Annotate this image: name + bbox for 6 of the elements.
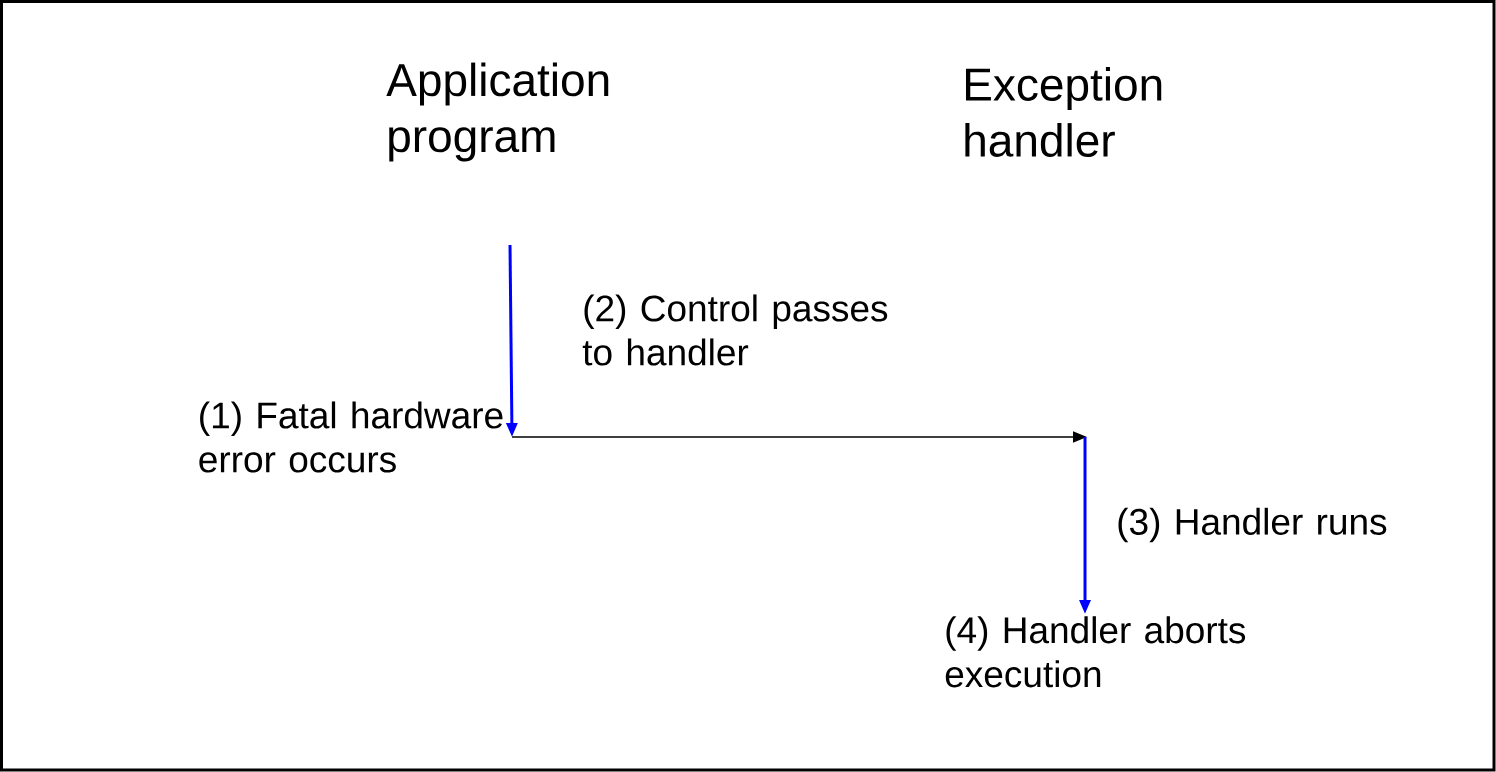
step-text: (1) Fatal hardware error occurs [199,401,503,473]
edge-label: (3) Handler runs [1118,507,1387,543]
column-heading: Exception handler [965,67,1162,157]
edge-label: (2) Control passes to handler [582,294,888,366]
column-heading: Application program [386,62,609,162]
step-text: (4) Handler aborts execution [945,616,1246,688]
